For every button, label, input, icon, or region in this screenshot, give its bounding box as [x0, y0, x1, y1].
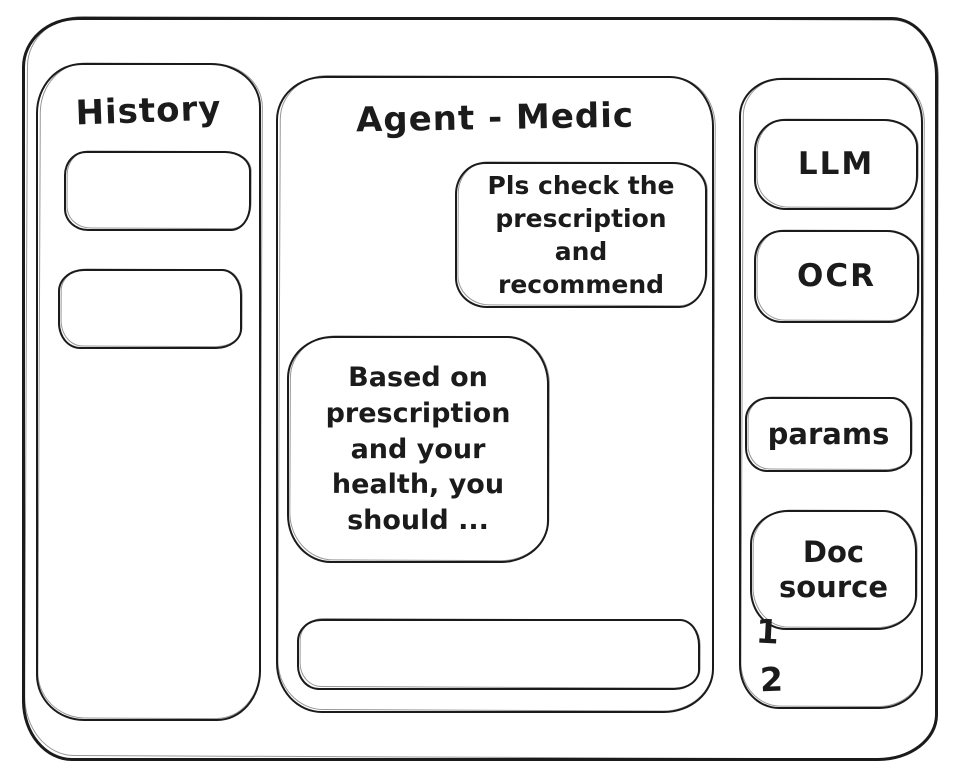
doc-source-item-1[interactable]: 1 — [754, 611, 780, 652]
chat-panel: Agent - Medic Pls check the prescription… — [276, 76, 714, 713]
history-panel: History — [36, 63, 261, 721]
message-input[interactable] — [297, 619, 700, 690]
history-item-2[interactable] — [58, 269, 242, 349]
assistant-message-bubble: Based on prescription and your health, y… — [287, 336, 549, 563]
chat-title: Agent - Medic — [355, 95, 635, 141]
params-button[interactable]: params — [745, 397, 912, 472]
history-item-1[interactable] — [64, 151, 251, 231]
tools-panel: LLM OCR params Doc source 1 2 — [739, 78, 923, 709]
user-message-bubble: Pls check the prescription and recommend — [455, 162, 707, 308]
doc-source-button[interactable]: Doc source — [750, 510, 917, 630]
llm-button[interactable]: LLM — [754, 119, 918, 210]
user-message-text: Pls check the prescription and recommend — [487, 171, 675, 299]
doc-source-button-label: Doc source — [779, 535, 888, 604]
doc-source-item-2[interactable]: 2 — [759, 659, 784, 700]
assistant-message-text: Based on prescription and your health, y… — [325, 362, 511, 536]
ocr-button[interactable]: OCR — [754, 230, 919, 323]
history-title: History — [74, 88, 223, 134]
